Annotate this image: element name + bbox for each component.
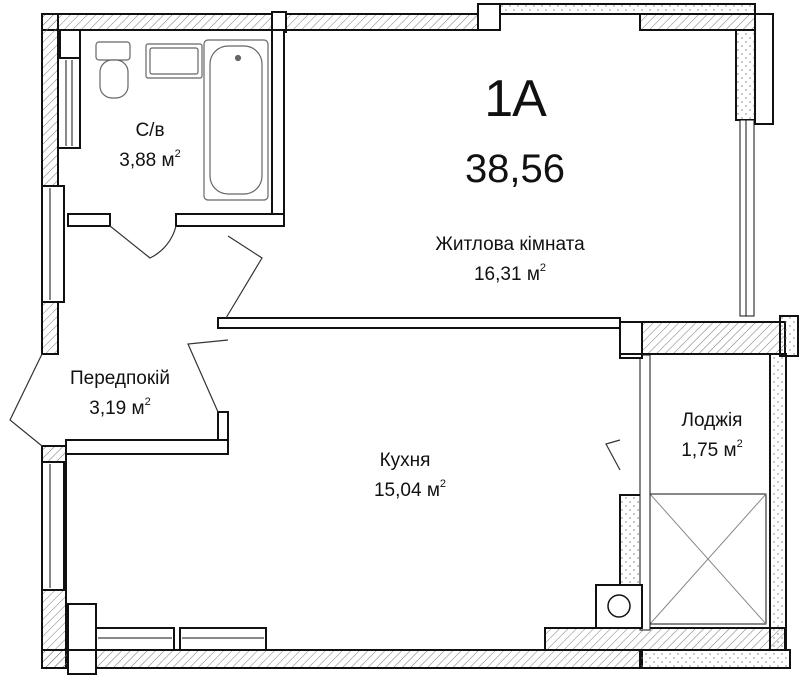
bathroom-name: С/в — [135, 120, 165, 141]
bathroom-fixtures — [95, 39, 269, 201]
kitchen-name: Кухня — [379, 450, 431, 471]
kitchen-area: 15,04 м2 — [373, 478, 446, 501]
living-room-area: 16,31 м2 — [473, 262, 546, 285]
exterior-walls — [41, 3, 799, 669]
hallway-name: Передпокій — [69, 368, 171, 389]
loggia-name: Лоджія — [681, 410, 743, 431]
interior-walls — [65, 29, 643, 629]
bathroom-area: 3,88 м2 — [119, 148, 181, 171]
total-area: 38,56 — [464, 147, 566, 191]
loggia-area: 1,75 м2 — [681, 438, 743, 461]
toilet-bowl — [99, 59, 129, 99]
living-room-name: Житлова кімната — [435, 234, 585, 255]
windows — [41, 11, 767, 651]
apartment-type: 1А — [484, 70, 547, 128]
door-swings — [9, 225, 621, 471]
toilet-tank — [95, 41, 131, 61]
hallway-area: 3,19 м2 — [89, 396, 151, 419]
columns — [59, 29, 643, 675]
